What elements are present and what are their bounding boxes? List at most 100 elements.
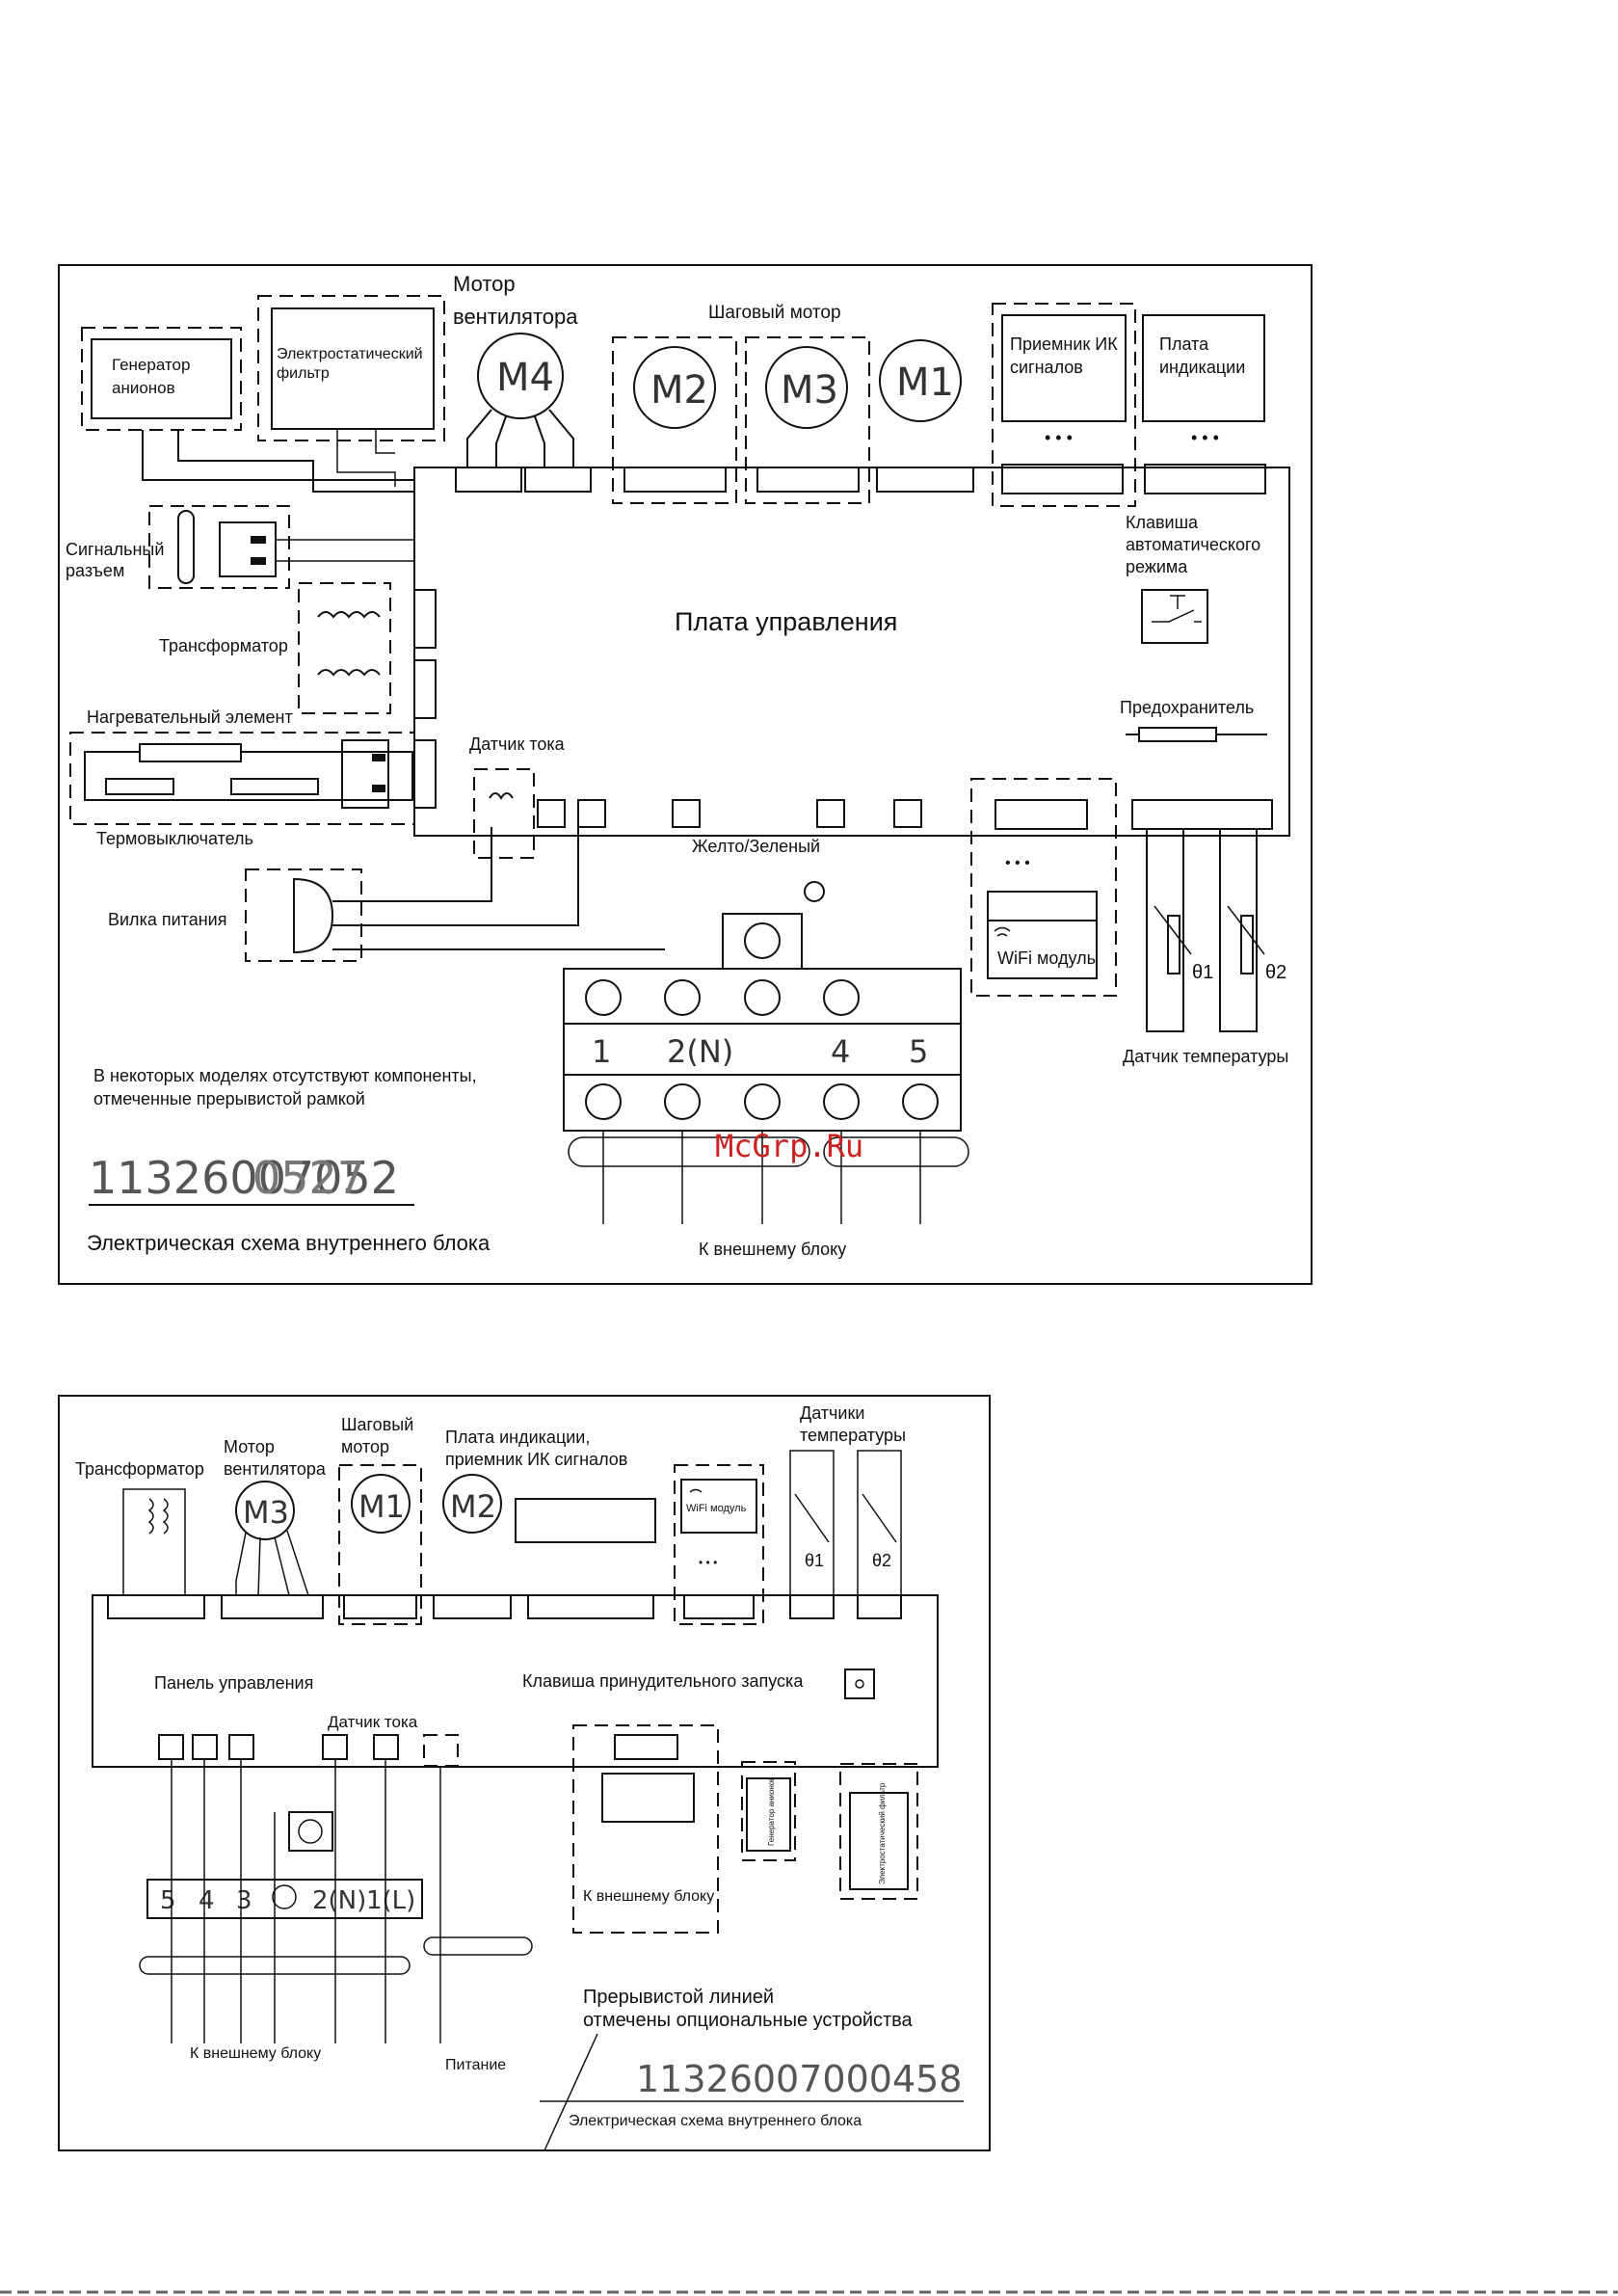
signal-connector-plug	[177, 510, 195, 584]
temp-sensor-1-lead	[1146, 828, 1184, 1032]
part-code-overlap: 0527	[252, 1152, 365, 1204]
board-terminal-c	[672, 799, 701, 828]
terminal-4: 4	[831, 1033, 850, 1070]
signal-connector-socket	[219, 521, 277, 577]
d2-temp-sensor-1-lead	[789, 1450, 835, 1596]
cable-clamp	[823, 1136, 969, 1167]
d2-m2-label: M2	[450, 1488, 496, 1525]
d2-m3-lead	[257, 1536, 261, 1596]
esf-wire-2	[375, 429, 395, 454]
ground-icon	[804, 881, 825, 902]
m4-connector-a	[455, 467, 522, 493]
d2-ground-icon	[272, 1884, 297, 1909]
wifi-dashed	[970, 778, 1117, 997]
screw-icon	[585, 1083, 622, 1120]
d2-m1-connector	[343, 1594, 417, 1619]
diagram-1: Плата управления Мотор вентилятора Шагов…	[58, 264, 1313, 1285]
d2-title: Электрическая схема внутреннего блока	[569, 2113, 862, 2129]
d2-wifi-icon	[689, 1488, 703, 1493]
d2-to-outdoor-label: К внешнему блоку	[190, 2045, 321, 2062]
m4-lead-2	[495, 415, 507, 467]
d2-power-label: Питание	[445, 2057, 506, 2073]
theta-2-label: θ2	[1265, 962, 1286, 983]
screw-icon	[902, 1083, 939, 1120]
d2-transformer-label: Трансформатор	[75, 1459, 204, 1479]
d2-display-label-2: приемник ИК сигналов	[445, 1450, 627, 1469]
m2-connector	[623, 467, 727, 493]
ir-receiver-label-1: Приемник ИК	[1010, 334, 1118, 354]
stepper-m1-icon	[879, 339, 962, 422]
board-terminal-a	[537, 799, 566, 828]
m2-label: M2	[650, 368, 708, 413]
d2-ground-block	[288, 1811, 333, 1852]
d2-stepper-m1-dashed	[338, 1464, 422, 1625]
d2-sensors-label-2: температуры	[800, 1426, 906, 1445]
note-line-1: В некоторых моделях отсутствуют компонен…	[93, 1066, 477, 1085]
d2-board-terminal	[158, 1734, 184, 1760]
ir-receiver-dashed	[992, 303, 1136, 507]
signal-connector-dashed	[148, 505, 290, 589]
anion-generator-label-2: анионов	[112, 379, 175, 397]
d2-board-terminal	[373, 1734, 399, 1760]
d2-esf-box	[849, 1792, 909, 1890]
d2-m3-lead	[274, 1536, 290, 1596]
signal-connector-label-2: разъем	[66, 561, 124, 580]
anion-generator-dashed	[81, 327, 242, 431]
d2-force-key-icon	[855, 1679, 864, 1689]
heater-label: Нагревательный элемент	[87, 707, 293, 727]
ir-dots: • • •	[1045, 428, 1073, 447]
d2-temp-connector-2	[857, 1594, 902, 1619]
power-plug-dashed	[245, 868, 362, 962]
m4-lead-1	[466, 409, 492, 467]
control-board-label: Плата управления	[675, 607, 897, 636]
ir-connector	[1001, 464, 1124, 494]
stepper-motor-label: Шаговый мотор	[708, 303, 841, 323]
switch-icon	[1152, 595, 1202, 623]
d2-m3-lead	[235, 1532, 247, 1595]
wifi-connector-top	[995, 799, 1088, 830]
d2-fan-motor-m3-icon	[235, 1481, 295, 1540]
signal-pin-2	[251, 557, 266, 565]
current-sensor-coil-icon	[489, 792, 514, 800]
anion-wire-2	[177, 430, 414, 493]
screw-icon	[585, 979, 622, 1016]
terminal-screws-top	[585, 979, 860, 1016]
heater-pin-1	[372, 754, 385, 761]
d2-note-line-2: отмечены опциональные устройства	[583, 2010, 914, 2031]
d2-current-sensor-box	[423, 1734, 459, 1767]
terminal-5: 5	[909, 1033, 928, 1070]
d2-outdoor-connector	[614, 1734, 678, 1760]
esf-box	[271, 307, 435, 430]
heater-socket	[341, 739, 389, 809]
current-sensor-label: Датчик тока	[469, 734, 566, 754]
diagram-1-frame	[58, 264, 1313, 1285]
d2-m3-label: M3	[243, 1494, 289, 1531]
d2-terminal-3: 3	[236, 1886, 252, 1915]
control-panel	[92, 1594, 939, 1768]
transformer-connector-2	[413, 659, 437, 719]
d2-wires	[171, 1760, 441, 2043]
m4-lead-3	[534, 415, 545, 467]
d2-display-label-1: Плата индикации,	[445, 1428, 590, 1447]
d2-control-panel-label: Панель управления	[154, 1673, 313, 1693]
d2-board-terminal	[228, 1734, 254, 1760]
terminal-2n: 2(N)	[667, 1033, 733, 1070]
plug-wire-n	[332, 827, 579, 926]
d2-current-sensor-label: Датчик тока	[328, 1713, 418, 1731]
d2-thermistor-2-icon	[862, 1493, 897, 1543]
fan-motor-label-2: вентилятора	[453, 305, 578, 329]
board-terminal-e	[893, 799, 922, 828]
m1-label: M1	[896, 360, 954, 405]
d2-outdoor-box-label: К внешнему блоку	[583, 1888, 714, 1905]
temp-sensor-label: Датчик температуры	[1123, 1047, 1288, 1066]
heater-wire-loop	[84, 751, 413, 801]
d2-stepper-m2-icon	[442, 1474, 502, 1534]
anion-generator-label-1: Генератор	[112, 356, 190, 374]
power-plug-label: Вилка питания	[108, 910, 226, 929]
d2-transformer-icon	[147, 1498, 169, 1535]
display-board-label-1: Плата	[1159, 334, 1209, 354]
display-board-box	[1142, 314, 1265, 422]
thermistor-2-icon	[1240, 915, 1254, 974]
transformer-coil-2-icon	[317, 669, 381, 677]
fuse-icon	[1138, 727, 1217, 742]
